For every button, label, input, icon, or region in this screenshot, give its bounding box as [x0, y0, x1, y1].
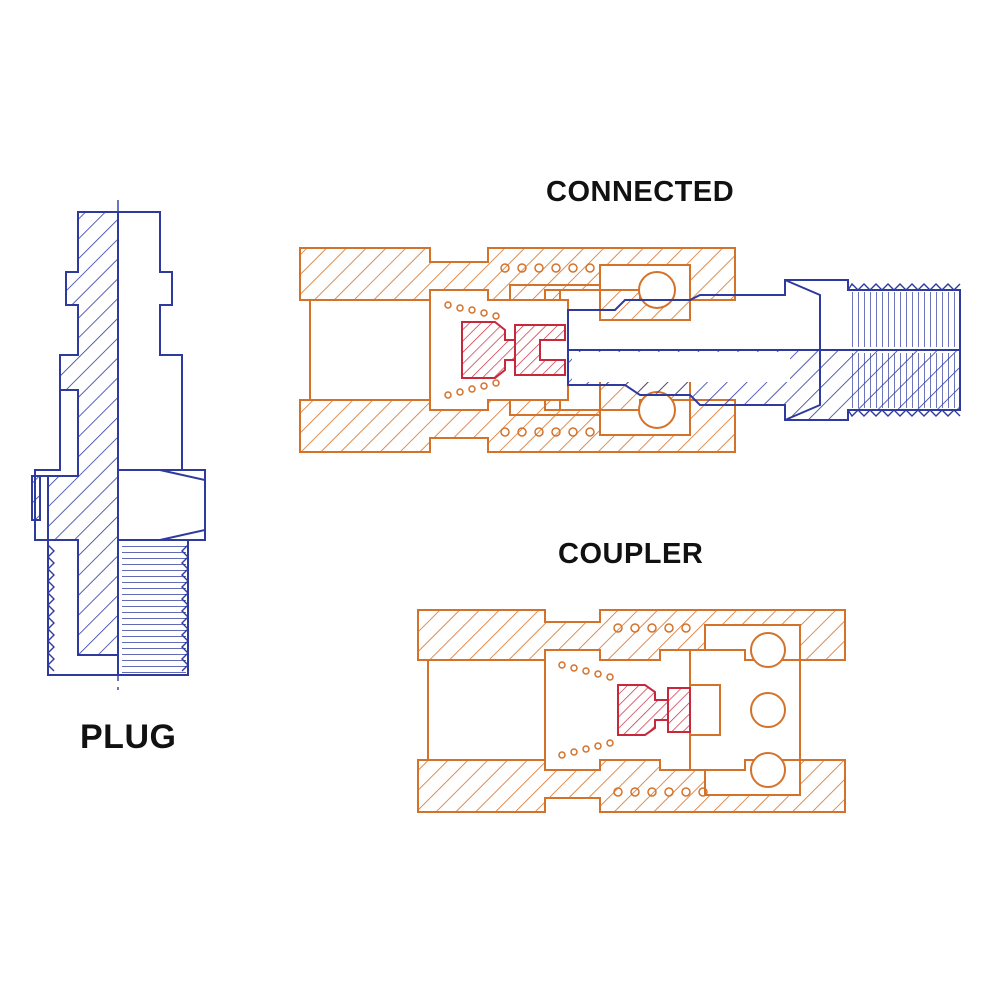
coupler-ball-top	[750, 632, 786, 668]
plug-threads-right	[122, 545, 186, 673]
plug-threads-left	[47, 544, 55, 672]
coupler-ball-bottom	[750, 752, 786, 788]
connected-valve	[461, 321, 566, 379]
plug-outline	[78, 211, 206, 676]
plug-label: PLUG	[80, 718, 177, 756]
connected-ball-top	[638, 271, 676, 309]
coupler-body-top	[417, 609, 846, 661]
coupler-label: COUPLER	[558, 538, 704, 570]
plug-drawing	[31, 200, 206, 690]
connected-plug	[567, 279, 961, 421]
connected-label: CONNECTED	[546, 176, 735, 208]
coupler-body-bottom	[417, 759, 846, 813]
connected-ball-bottom	[638, 391, 676, 429]
plug-section-left	[31, 211, 119, 656]
coupler-valve	[617, 684, 691, 736]
connected-body-top	[299, 247, 736, 301]
coupler-drawing	[417, 609, 846, 813]
coupler-ball-mid	[750, 692, 786, 728]
connected-coupler	[299, 247, 736, 453]
